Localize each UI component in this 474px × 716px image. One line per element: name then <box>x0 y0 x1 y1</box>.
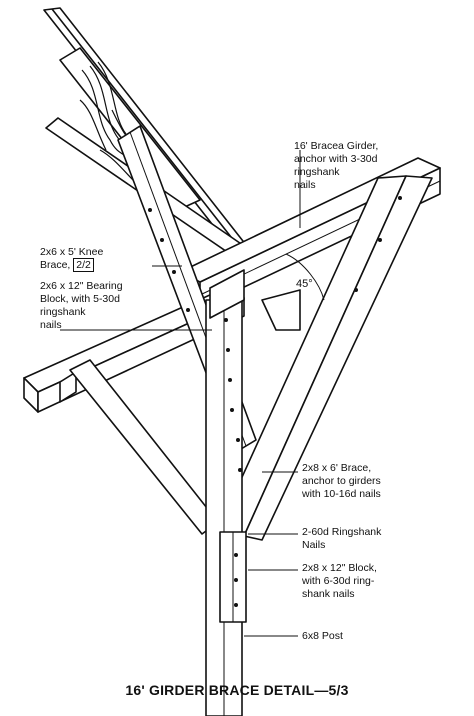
upper-rafter <box>43 7 251 259</box>
post <box>205 299 243 716</box>
left-diagonal-brace <box>69 359 219 535</box>
nails <box>148 196 402 607</box>
leader-lines <box>60 150 301 637</box>
gusset <box>261 289 301 331</box>
label-brace-2x8: 2x8 x 6' Brace, anchor to girders with 1… <box>302 462 381 501</box>
detail-ref-box: 2/2 <box>73 258 94 272</box>
label-knee-brace-prefix: Brace, <box>40 259 71 271</box>
label-post: 6x8 Post <box>302 630 343 642</box>
angle-arc <box>285 253 325 301</box>
label-knee-brace: 2x6 x 5' Knee Brace, 2/2 <box>40 246 103 272</box>
label-knee-brace-line1: 2x6 x 5' Knee <box>40 246 104 258</box>
label-block-2x8: 2x8 x 12" Block, with 6-30d ring- shank … <box>302 562 377 601</box>
bearing-block <box>209 269 245 319</box>
label-block-2x8-line1: 2x8 x 12" Block, <box>302 562 377 574</box>
label-ringshank-nails: 2-60d Ringshank Nails <box>302 526 381 552</box>
label-block-2x8-line2: with 6-30d ring- <box>302 575 375 587</box>
label-bearing-block: 2x6 x 12" Bearing Block, with 5-30d ring… <box>40 280 123 332</box>
label-ringshank-nails-line1: 2-60d Ringshank <box>302 526 382 538</box>
figure-caption: 16' GIRDER BRACE DETAIL—5/3 <box>125 682 349 698</box>
label-brace-2x8-line1: 2x8 x 6' Brace, <box>302 462 372 474</box>
label-brace-2x8-line2: anchor to girders <box>302 475 381 487</box>
label-knee-brace-line2: Brace, 2/2 <box>40 258 103 272</box>
right-diagonal-brace <box>217 175 433 541</box>
label-braced-girder-line4: nails <box>294 179 316 191</box>
label-brace-2x8-line3: with 10-16d nails <box>302 488 381 500</box>
label-bearing-block-line3: ringshank <box>40 306 86 318</box>
angle-label: 45° <box>296 278 313 290</box>
label-bearing-block-line4: nails <box>40 319 62 331</box>
label-braced-girder-line1: 16' Bracea Girder, <box>294 140 379 152</box>
label-bearing-block-line1: 2x6 x 12" Bearing <box>40 280 123 292</box>
label-ringshank-nails-line2: Nails <box>302 539 326 551</box>
label-braced-girder-line3: ringshank <box>294 166 340 178</box>
label-bearing-block-line2: Block, with 5-30d <box>40 293 120 305</box>
label-braced-girder-line2: anchor with 3-30d <box>294 153 378 165</box>
block-2x8 <box>219 531 247 623</box>
label-braced-girder: 16' Bracea Girder, anchor with 3-30d rin… <box>294 140 378 192</box>
label-block-2x8-line3: shank nails <box>302 588 355 600</box>
